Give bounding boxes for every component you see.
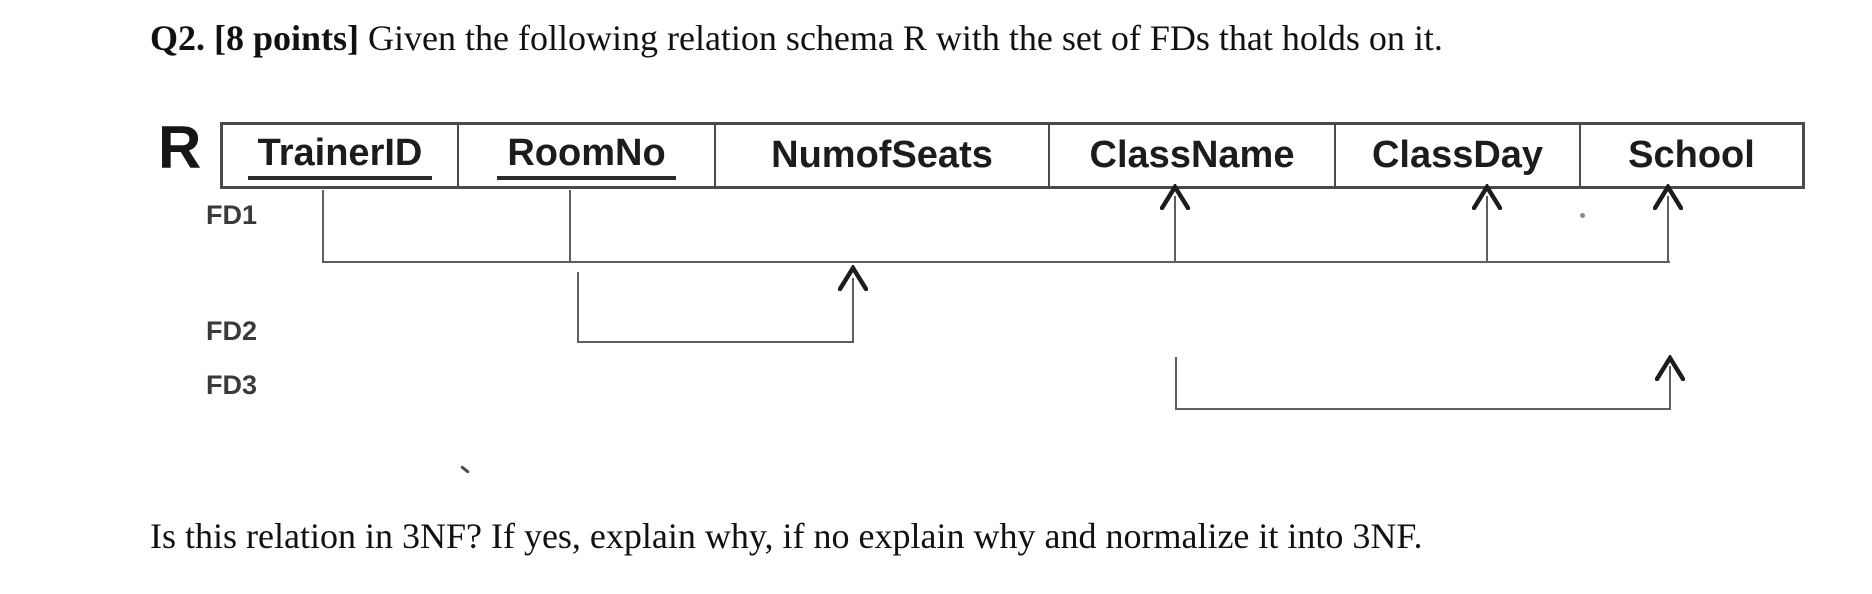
column-label-classday: ClassDay <box>1371 134 1544 176</box>
column-label-school: School <box>1628 134 1755 176</box>
stray-tick-mark <box>460 465 470 474</box>
question-title: Q2. [8 points] Given the following relat… <box>150 16 1443 60</box>
stray-dot-mark <box>1580 213 1585 218</box>
fd1-horizontal-line <box>322 261 1670 263</box>
column-roomno: RoomNo <box>459 125 716 186</box>
fd2-arrow-line-to-numofseats <box>852 278 854 342</box>
fd3-horizontal-line <box>1175 408 1671 410</box>
column-numofseats: NumofSeats <box>716 125 1050 186</box>
fd2-horizontal-line <box>577 341 854 343</box>
question-number: Q2. [8 points] <box>150 18 360 58</box>
fd1-arrow-line-to-classday <box>1486 196 1488 262</box>
fd3-label: FD3 <box>206 370 258 400</box>
fd1-label: FD1 <box>206 200 258 230</box>
fd1-arrowhead-classname-icon <box>1160 184 1190 210</box>
fd1-arrowhead-classday-icon <box>1472 184 1502 210</box>
fd1-line-from-trainerid <box>322 190 324 263</box>
fd1-line-from-roomno <box>569 190 571 263</box>
relation-schema-table: TrainerID RoomNo NumofSeats ClassName Cl… <box>220 122 1805 189</box>
column-trainerid: TrainerID <box>223 125 459 186</box>
fd1-arrow-line-to-classname <box>1174 196 1176 262</box>
fd2-arrowhead-numofseats-icon <box>838 265 868 291</box>
column-school: School <box>1581 125 1802 186</box>
column-classname: ClassName <box>1050 125 1336 186</box>
question-title-text: Given the following relation schema R wi… <box>359 18 1443 58</box>
fd3-arrow-line-to-school <box>1669 366 1671 409</box>
column-label-roomno: RoomNo <box>497 132 676 180</box>
column-label-trainerid: TrainerID <box>247 132 433 180</box>
fd3-line-from-classname <box>1175 357 1177 410</box>
question-prompt: Is this relation in 3NF? If yes, explain… <box>150 516 1423 556</box>
column-label-classname: ClassName <box>1089 134 1295 176</box>
fd2-line-from-roomno <box>577 272 579 343</box>
fd2-label: FD2 <box>206 316 258 346</box>
fd1-arrowhead-school-icon <box>1653 184 1683 210</box>
column-classday: ClassDay <box>1336 125 1581 186</box>
relation-name-label: R <box>158 114 202 181</box>
fd1-arrow-line-to-school <box>1667 196 1669 262</box>
column-label-numofseats: NumofSeats <box>771 134 993 176</box>
fd3-arrowhead-school-icon <box>1655 355 1685 381</box>
